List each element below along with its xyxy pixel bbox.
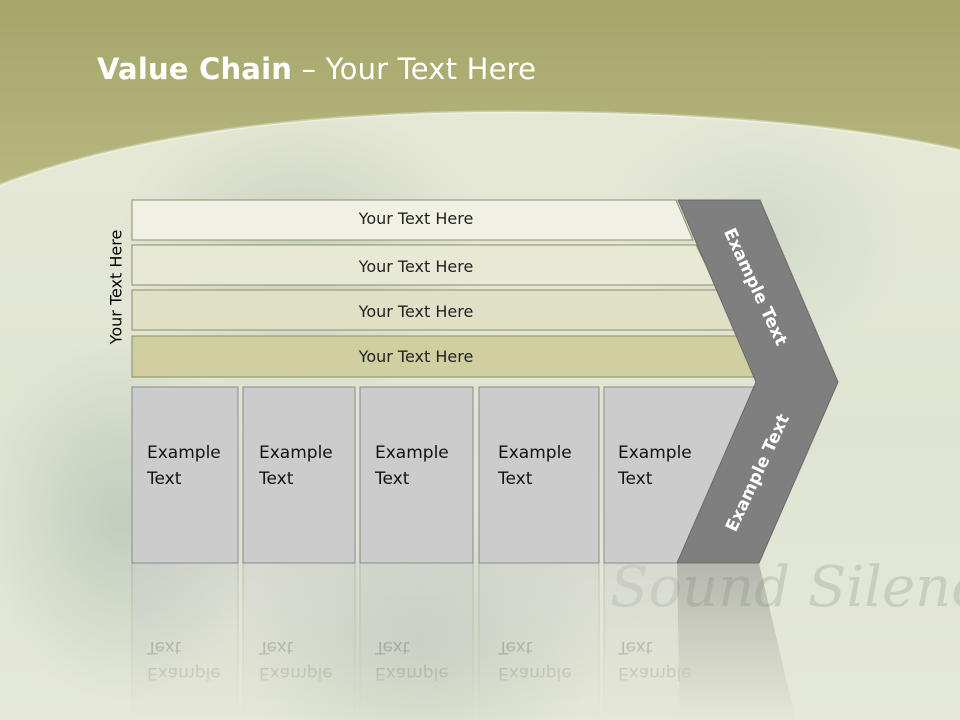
reflection-text-2b: Text — [258, 637, 294, 657]
header-band — [0, 0, 960, 187]
reflection-text-5b: Text — [617, 637, 653, 657]
reflection-text-1b: Text — [146, 637, 182, 657]
activity-box-2-line2: Text — [258, 469, 294, 489]
activity-box-3-line2: Text — [374, 469, 410, 489]
activity-box-4-line1: Example — [498, 443, 572, 463]
reflection-text-4b: Text — [497, 637, 533, 657]
activity-box-3-line1: Example — [375, 443, 449, 463]
page-title: Value Chain – Your Text Here — [97, 52, 536, 86]
reflection-text-2a: Example — [259, 663, 333, 683]
support-row-3: Your Text Here — [131, 289, 740, 331]
reflection-text-5a: Example — [618, 663, 692, 683]
activity-box-1-line2: Text — [146, 469, 182, 489]
activity-box-4: Example Text — [478, 386, 600, 564]
activity-box-2: Example Text — [242, 386, 356, 564]
activity-box-4-line2: Text — [497, 469, 533, 489]
activity-box-1-line1: Example — [147, 443, 221, 463]
reflection-text-3b: Text — [374, 637, 410, 657]
reflection-text-3a: Example — [375, 663, 449, 683]
activity-box-3: Example Text — [359, 386, 474, 564]
margin-arrow: Example Text Example Text — [676, 199, 839, 564]
support-row-2: Your Text Here — [131, 244, 717, 286]
support-row-1: Your Text Here — [131, 199, 694, 241]
support-row-4: Your Text Here — [131, 335, 764, 378]
title-rest: – Your Text Here — [292, 52, 537, 86]
activity-box-1: Example Text — [131, 386, 239, 564]
title-bold: Value Chain — [97, 52, 293, 86]
support-row-2-label: Your Text Here — [358, 257, 474, 276]
activity-box-5-line1: Example — [618, 443, 692, 463]
support-row-4-label: Your Text Here — [358, 347, 474, 366]
activity-box-5-line2: Text — [617, 469, 653, 489]
support-row-3-label: Your Text Here — [358, 302, 474, 321]
reflection-text-1a: Example — [147, 663, 221, 683]
reflection-text-4a: Example — [498, 663, 572, 683]
activity-box-5: Example Text — [603, 386, 762, 564]
activity-box-2-line1: Example — [259, 443, 333, 463]
diagram-reflection: Example Text Example Text Example Text E… — [131, 562, 796, 720]
support-row-1-label: Your Text Here — [358, 209, 474, 228]
